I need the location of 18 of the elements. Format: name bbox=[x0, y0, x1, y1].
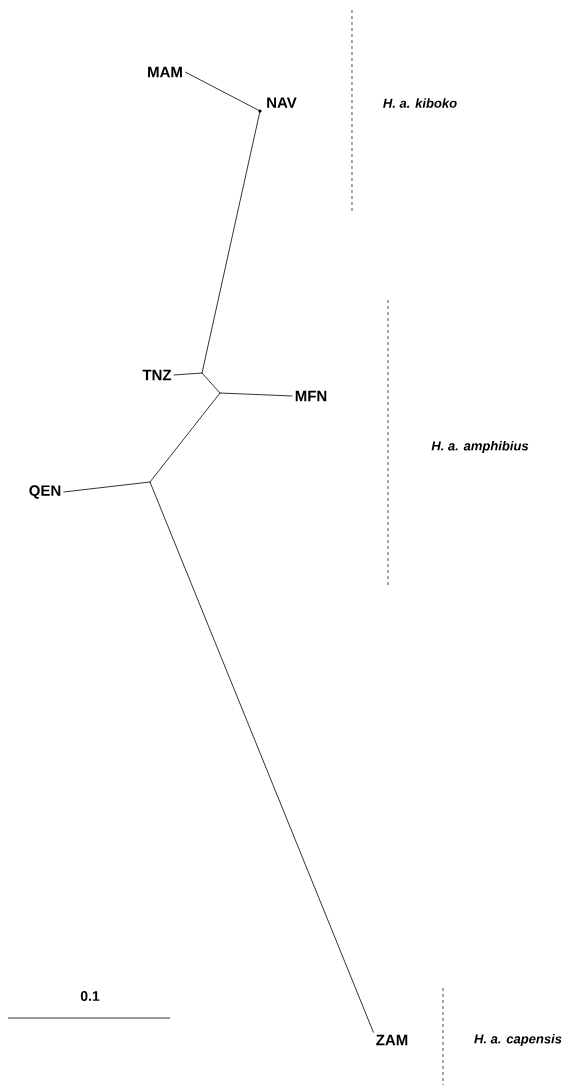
scale-label: 0.1 bbox=[80, 991, 100, 1001]
species-label: H. a. capensis bbox=[474, 1033, 562, 1047]
taxon-label: ZAM bbox=[376, 1034, 408, 1046]
taxon-label: NAV bbox=[267, 97, 297, 108]
branch-line bbox=[184, 71, 261, 112]
branch-line bbox=[173, 372, 203, 376]
taxon-label: QEN bbox=[29, 485, 61, 499]
taxon-label: TNZ bbox=[142, 369, 172, 381]
branch-line bbox=[149, 392, 221, 483]
branch-line bbox=[149, 481, 374, 1034]
branch-line bbox=[201, 372, 221, 394]
taxon-label: MAM bbox=[148, 66, 182, 78]
branch-line bbox=[219, 392, 293, 397]
branch-line bbox=[201, 110, 261, 374]
branch-line bbox=[63, 481, 151, 493]
species-label: H. a. kiboko bbox=[383, 98, 457, 108]
species-label: H. a. amphibius bbox=[431, 440, 529, 454]
taxon-label: MFN bbox=[295, 390, 327, 402]
